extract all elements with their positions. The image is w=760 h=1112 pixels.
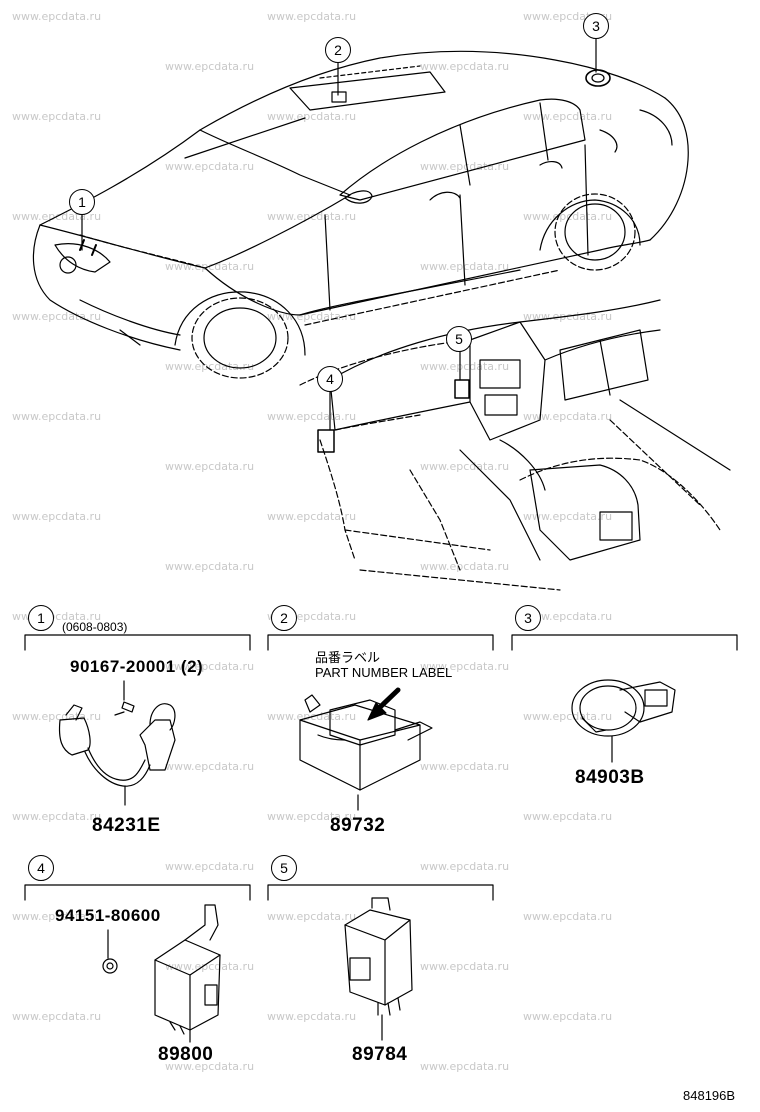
watermark-text: www.epcdata.ru xyxy=(165,560,255,573)
part-number-label-en: PART NUMBER LABEL xyxy=(315,665,453,680)
watermark-text: www.epcdata.ru xyxy=(12,310,102,323)
watermark-text: www.epcdata.ru xyxy=(165,360,255,373)
watermark-text: www.epcdata.ru xyxy=(165,960,255,973)
watermark-text: www.epcdata.ru xyxy=(420,760,510,773)
watermark-text: www.epcdata.ru xyxy=(523,510,613,523)
location-callout-5: 5 xyxy=(446,326,472,352)
watermark-text: www.epcdata.ru xyxy=(12,510,102,523)
location-leaders xyxy=(81,37,597,431)
watermark-text: www.epcdata.ru xyxy=(523,110,613,123)
watermark-text: www.epcdata.ru xyxy=(420,60,510,73)
watermark-text: www.epcdata.ru xyxy=(267,910,357,923)
location-callout-3: 3 xyxy=(583,13,609,39)
watermark-text: www.epcdata.ru xyxy=(523,710,613,723)
part-number-89784: 89784 xyxy=(352,1044,408,1065)
watermark-text: www.epcdata.ru xyxy=(267,1010,357,1023)
watermark-text: www.epcdata.ru xyxy=(523,410,613,423)
interior-illustration xyxy=(299,299,731,591)
watermark-text: www.epcdata.ru xyxy=(165,460,255,473)
part-number-89800: 89800 xyxy=(158,1044,214,1065)
diagram-reference-code: 848196B xyxy=(683,1088,736,1103)
section-callout-4: 4 xyxy=(28,855,54,881)
watermark-text: www.epcdata.ru xyxy=(420,1060,510,1073)
watermark-text: www.epcdata.ru xyxy=(12,1010,102,1023)
watermark-text: www.epcdata.ru xyxy=(523,810,613,823)
part-84231e-drawing xyxy=(58,680,176,806)
watermark-text: www.epcdata.ru xyxy=(420,660,510,673)
watermark-text: www.epcdata.ru xyxy=(523,1010,613,1023)
watermark-text: www.epcdata.ru xyxy=(420,560,510,573)
watermark-text: www.epcdata.ru xyxy=(420,360,510,373)
part-number-nut: 94151-80600 xyxy=(55,906,161,925)
section-1-date-note: (0608-0803) xyxy=(62,620,128,634)
location-callout-2: 2 xyxy=(325,37,351,63)
part-84903b-drawing xyxy=(571,679,676,763)
part-number-84231e: 84231E xyxy=(92,815,161,836)
watermark-text: www.epcdata.ru xyxy=(12,810,102,823)
section-brackets xyxy=(24,634,738,901)
watermark-text: www.epcdata.ru xyxy=(12,10,102,23)
part-number-84903b: 84903B xyxy=(575,767,645,788)
section-callout-5: 5 xyxy=(271,855,297,881)
watermark-text: www.epcdata.ru xyxy=(420,460,510,473)
watermark-text: www.epcdata.ru xyxy=(267,110,357,123)
watermark-text: www.epcdata.ru xyxy=(12,110,102,123)
watermark-text: www.epcdata.ru xyxy=(420,160,510,173)
watermark-text: www.epcdata.ru xyxy=(12,910,102,923)
watermark-text: www.epcdata.ru xyxy=(523,910,613,923)
part-number-89732: 89732 xyxy=(330,815,386,836)
car-illustration xyxy=(32,50,689,379)
location-callout-4: 4 xyxy=(317,366,343,392)
watermark-text: www.epcdata.ru xyxy=(523,610,613,623)
part-89800-drawing xyxy=(102,904,221,1043)
part-number-label-jp: 品番ラベル xyxy=(315,650,381,665)
watermark-text: www.epcdata.ru xyxy=(165,760,255,773)
watermark-text: www.epcdata.ru xyxy=(165,660,255,673)
part-number-bolt: 90167-20001 (2) xyxy=(70,657,204,676)
watermark-text: www.epcdata.ru xyxy=(420,860,510,873)
watermark-text: www.epcdata.ru xyxy=(420,960,510,973)
watermark-text: www.epcdata.ru xyxy=(267,510,357,523)
watermark-text: www.epcdata.ru xyxy=(523,210,613,223)
watermark-text: www.epcdata.ru xyxy=(12,410,102,423)
watermark-text: www.epcdata.ru xyxy=(165,860,255,873)
section-callout-1: 1 xyxy=(28,605,54,631)
watermark-text: www.epcdata.ru xyxy=(267,810,357,823)
watermark-text: www.epcdata.ru xyxy=(165,1060,255,1073)
section-callout-3: 3 xyxy=(515,605,541,631)
watermark-text: www.epcdata.ru xyxy=(267,10,357,23)
part-89784-drawing xyxy=(344,897,413,1041)
watermark-text: www.epcdata.ru xyxy=(165,60,255,73)
location-callout-1: 1 xyxy=(69,189,95,215)
part-89732-drawing xyxy=(299,687,433,811)
section-callout-2: 2 xyxy=(271,605,297,631)
watermark-text: www.epcdata.ru xyxy=(165,160,255,173)
